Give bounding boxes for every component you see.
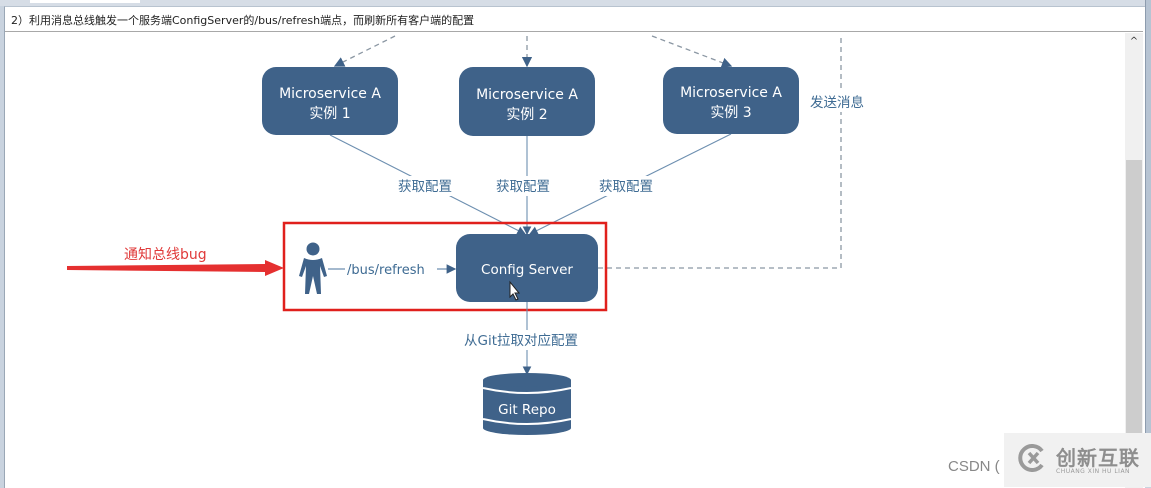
- watermark-csdn: CSDN (: [948, 458, 1000, 475]
- vertical-scrollbar[interactable]: ^: [1125, 33, 1143, 488]
- scrollbar-thumb[interactable]: [1126, 160, 1142, 460]
- highlight-box: [282, 221, 608, 312]
- node-ms3-line1: Microservice A: [680, 85, 782, 101]
- edge-label-pull-git: 从Git拉取对应配置: [464, 332, 578, 349]
- node-config-server[interactable]: Config Server: [456, 234, 598, 302]
- node-ms1-line2: 实例 1: [309, 106, 350, 122]
- tab-stub: [30, 0, 140, 3]
- dashed-line-to-ms3: [651, 35, 733, 68]
- node-repo-label: Git Repo: [498, 402, 556, 418]
- edge-label-fetch-1: 获取配置: [398, 179, 452, 195]
- node-config-label: Config Server: [481, 262, 573, 278]
- edge-label-send-message: 发送消息: [810, 94, 864, 111]
- scroll-up-icon[interactable]: ^: [1129, 36, 1139, 47]
- window-edge: [1145, 0, 1151, 487]
- node-ms1-line1: Microservice A: [279, 86, 381, 102]
- top-strip: [0, 0, 1151, 6]
- watermark-brand: 创新互联 CHUANG XIN HU LIAN: [1004, 433, 1151, 487]
- dashed-bus-line: [598, 36, 842, 269]
- user-icon: [299, 242, 327, 294]
- dashed-line-to-ms1: [333, 35, 396, 67]
- node-ms2-line2: 实例 2: [506, 107, 547, 123]
- brand-logo-icon: [1018, 444, 1044, 472]
- watermark-brand-en: CHUANG XIN HU LIAN: [1056, 468, 1131, 475]
- node-git-repo[interactable]: Git Repo: [482, 373, 572, 435]
- watermark-brand-cn: 创新互联: [1056, 446, 1140, 470]
- annotation-label: 通知总线bug: [124, 246, 207, 263]
- edge-label-fetch-3: 获取配置: [599, 179, 653, 195]
- node-ms3-line2: 实例 3: [710, 105, 751, 121]
- node-microservice-2[interactable]: Microservice A 实例 2: [459, 67, 595, 136]
- node-microservice-3[interactable]: Microservice A 实例 3: [663, 67, 799, 134]
- edge-label-fetch-2: 获取配置: [496, 179, 550, 195]
- node-ms2-line1: Microservice A: [476, 87, 578, 103]
- mouse-cursor-icon: [509, 280, 521, 301]
- step-header: 2）利用消息总线触发一个服务端ConfigServer的/bus/refresh…: [5, 7, 1143, 32]
- step-title: 2）利用消息总线触发一个服务端ConfigServer的/bus/refresh…: [11, 14, 475, 27]
- node-microservice-1[interactable]: Microservice A 实例 1: [262, 67, 398, 135]
- annotation-arrow: [67, 260, 284, 276]
- edge-label-refresh: /bus/refresh: [347, 263, 425, 278]
